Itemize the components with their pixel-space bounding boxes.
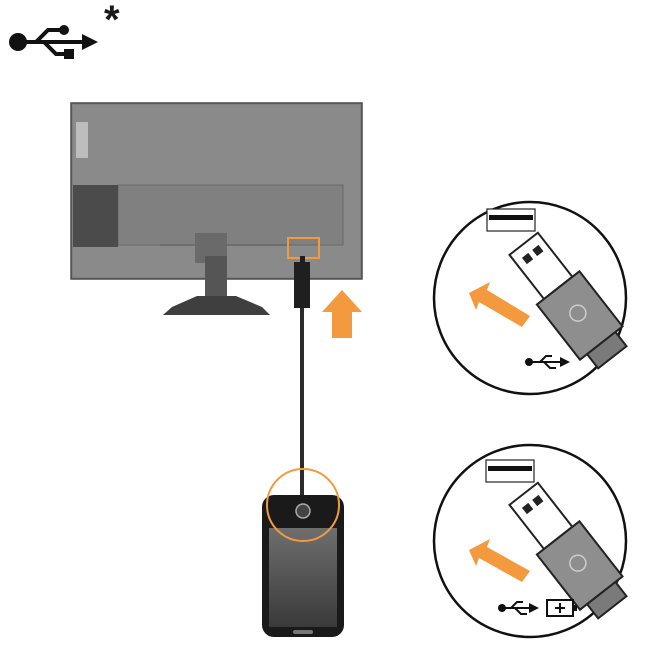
monitor-back-view	[70, 102, 363, 315]
usb-trident-icon	[525, 355, 570, 369]
usb-data-port-callout	[432, 200, 628, 396]
smartphone-icon	[262, 468, 344, 637]
usb-charging-port-callout	[432, 443, 628, 639]
insert-direction-arrow	[322, 290, 362, 338]
footnote-asterisk: *	[104, 0, 120, 42]
usb-trident-icon	[498, 601, 539, 615]
usb-trident-icon	[9, 25, 98, 59]
phone-port-highlight	[266, 468, 340, 542]
usb-cable	[294, 256, 310, 500]
battery-plus-icon	[546, 599, 577, 617]
brand-logo	[76, 122, 88, 158]
